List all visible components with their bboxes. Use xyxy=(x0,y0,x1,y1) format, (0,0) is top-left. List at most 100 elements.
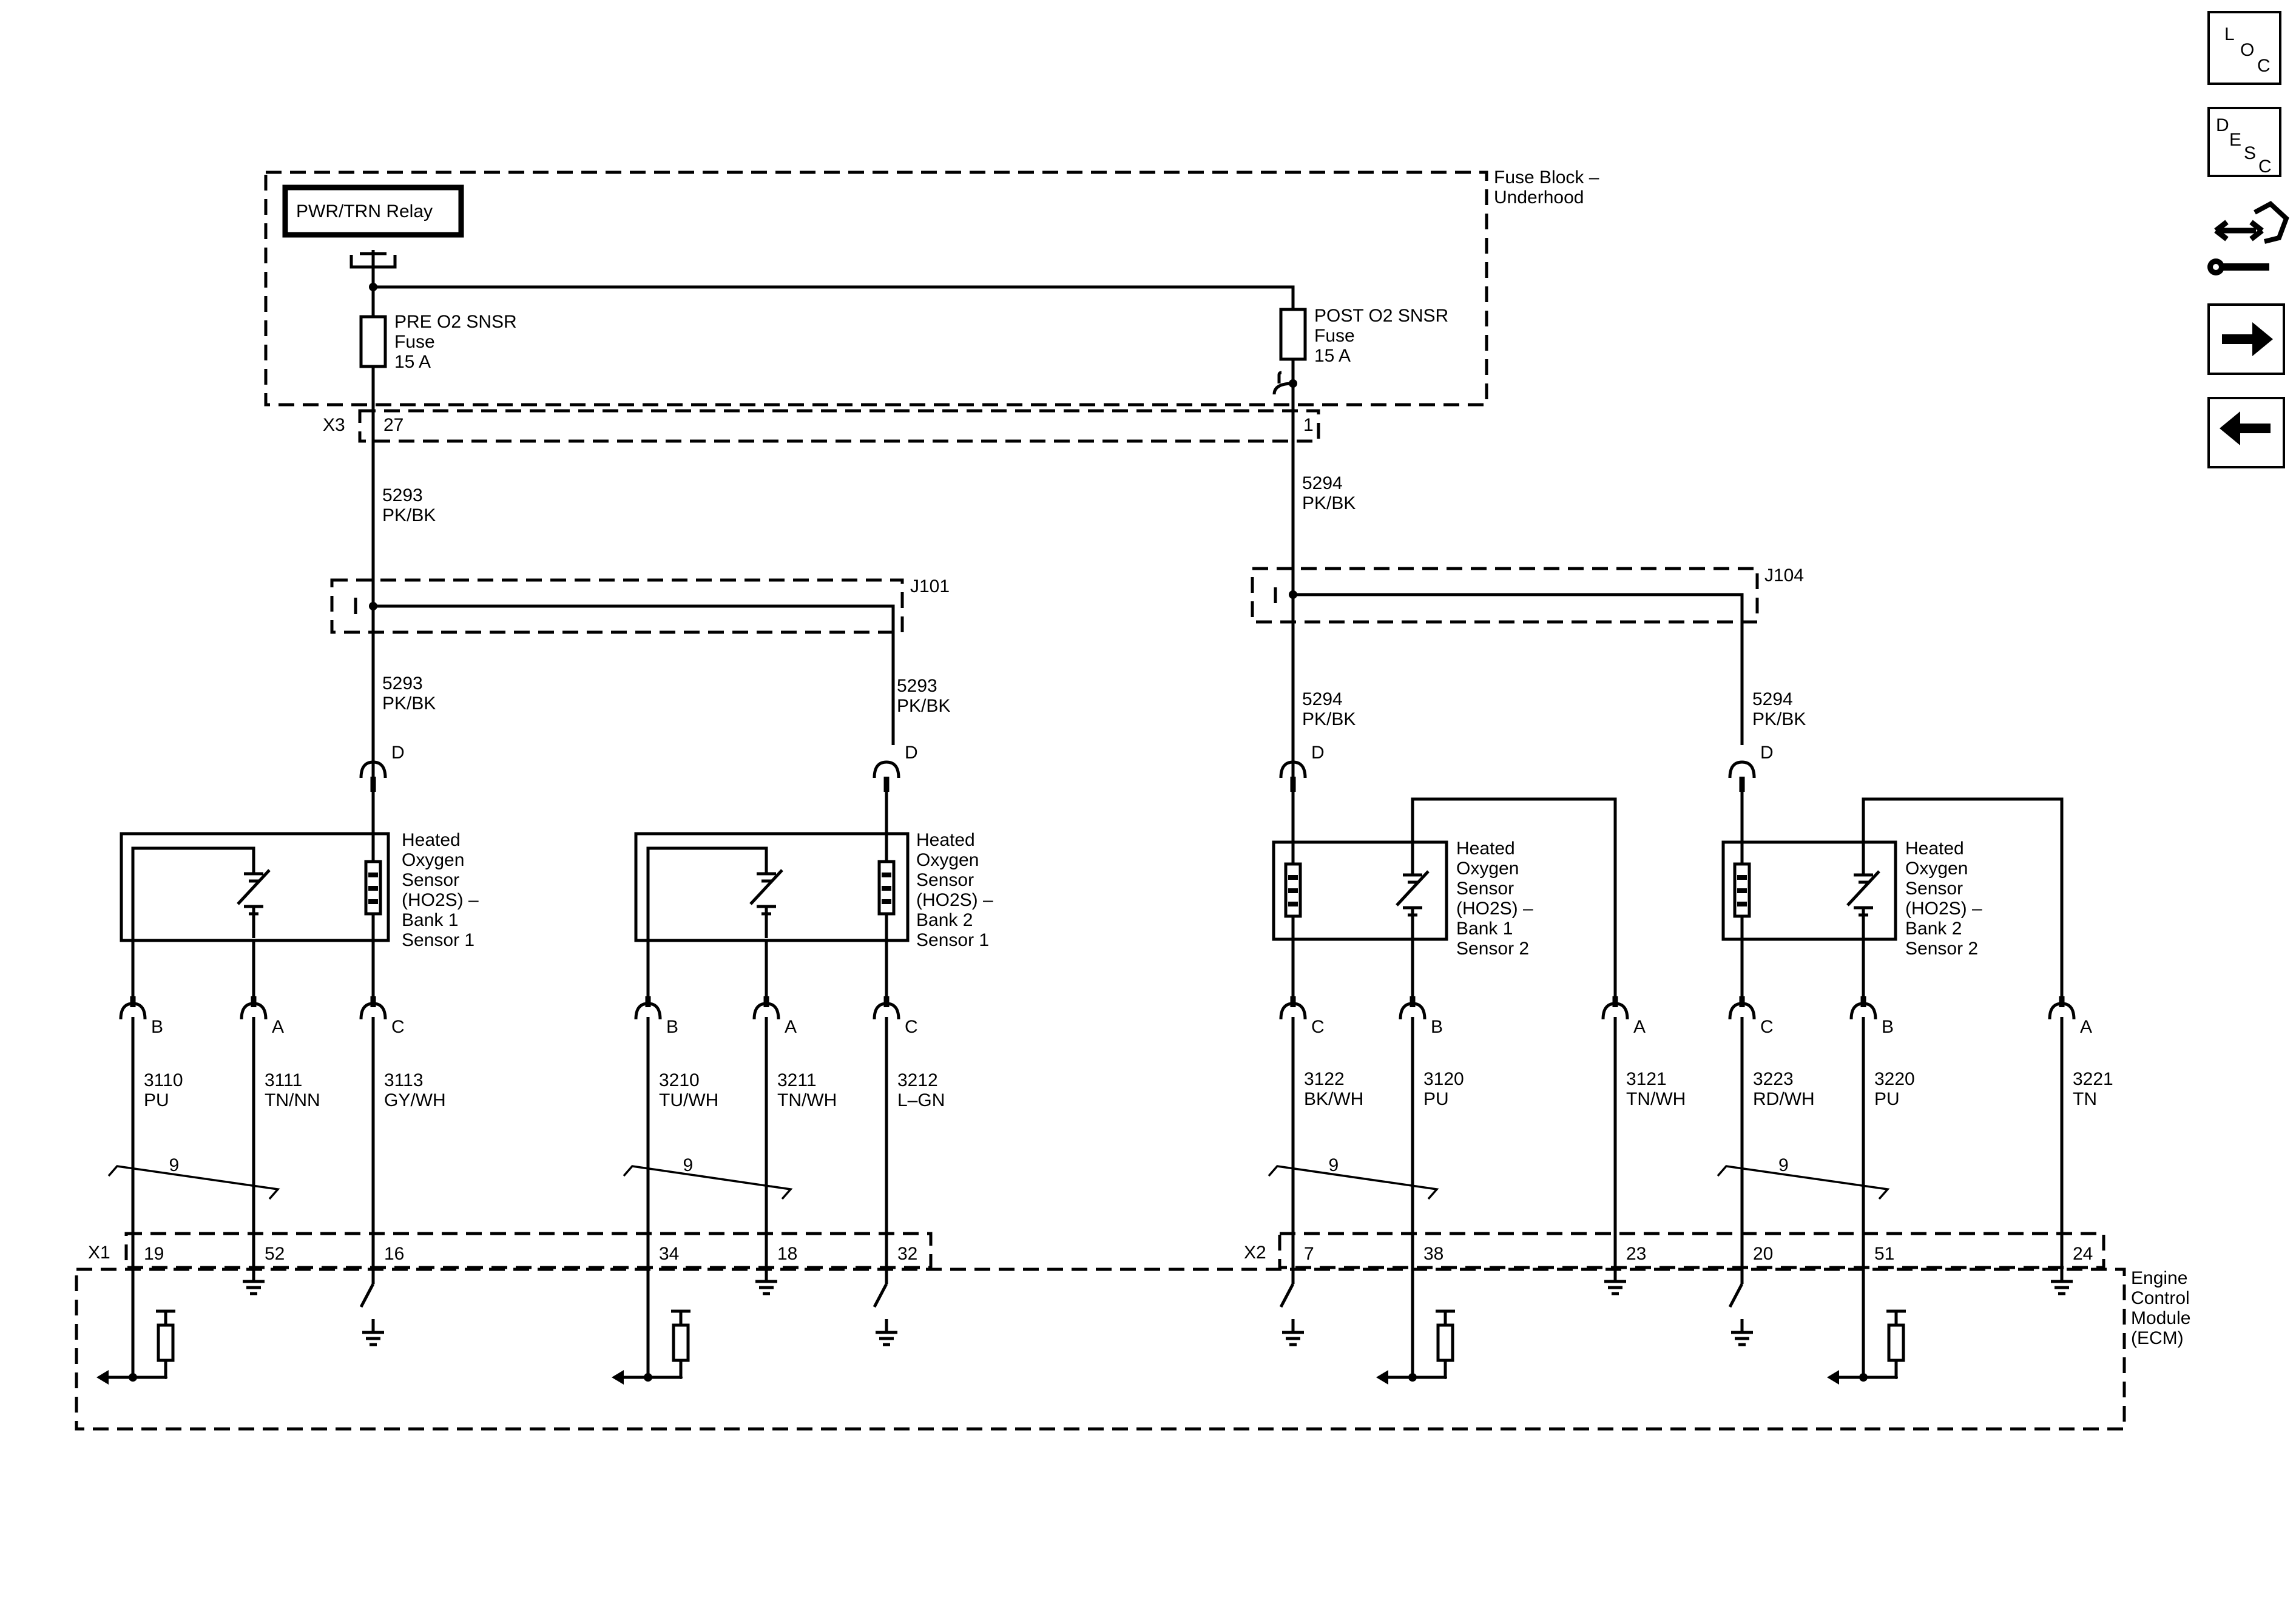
sensor-4-ecm-ground xyxy=(2051,1268,2073,1295)
sensor-4-pin-label-0: C xyxy=(1760,1017,1774,1037)
nav-loc-o: O xyxy=(2240,40,2254,60)
nav-desc-s: S xyxy=(2244,143,2256,163)
sensor-4-connector-2 xyxy=(2048,1002,2076,1020)
sensor-3-pin-label-1: B xyxy=(1431,1017,1443,1037)
sensor-4-ecm-pin-0: 20 xyxy=(1753,1244,1773,1264)
sensor-1-twisted-pair: 9 xyxy=(107,1155,280,1200)
sensor-4-twisted-pair: 9 xyxy=(1717,1155,1890,1200)
sensor-3-connector-d xyxy=(1279,760,1307,778)
pwr-trn-relay: PWR/TRN Relay xyxy=(282,184,464,287)
sensor-4-connector-0 xyxy=(1728,1002,1756,1020)
post-o2-fuse xyxy=(1279,308,1307,361)
sensor-2-ecm-pin-1: 18 xyxy=(777,1244,797,1264)
fuse-block-underhood: Fuse Block –Underhood PWR/TRN Relay PRE … xyxy=(264,167,1599,807)
arrow-left-button[interactable] xyxy=(2207,397,2285,468)
x2-label: X2 xyxy=(1244,1243,1266,1263)
sensor-2-ecm-pin-2: 32 xyxy=(897,1244,917,1264)
sensor-4-sensing-element xyxy=(1846,857,1880,939)
sensor-2-pin-label-1: A xyxy=(785,1017,797,1037)
nav-loc-c: C xyxy=(2257,56,2271,76)
sensor-2-pin-d-label: D xyxy=(905,743,918,763)
arrow-right-button[interactable] xyxy=(2207,303,2285,375)
sensor-4-ecm-pin-2: 24 xyxy=(2073,1244,2093,1264)
nav-desc-e: E xyxy=(2229,130,2241,150)
j104-label: J104 xyxy=(1764,565,1804,586)
sensor-1-ecm-ground xyxy=(243,1268,265,1295)
sensor-3-ecm-pin-1: 38 xyxy=(1423,1244,1443,1264)
sensor-1-pin-label-1: A xyxy=(272,1017,284,1037)
sensor-2-connector-2 xyxy=(873,1002,900,1020)
sensor-2-twisted-pair: 9 xyxy=(623,1155,793,1200)
sensor-1-ecm-pin-2: 16 xyxy=(384,1244,404,1264)
sensor-3-twisted-pair: 9 xyxy=(1268,1155,1439,1200)
x3-pin-27: 27 xyxy=(383,415,403,435)
sensor-3-ecm-pin-0: 7 xyxy=(1304,1244,1314,1264)
ecm-internal-circuits xyxy=(96,1268,2073,1385)
sensor-4-ecm-pin-1: 51 xyxy=(1874,1244,1894,1264)
sensor-3-ecm-ground xyxy=(1604,1268,1626,1295)
sensor-3-ecm-pin-2: 23 xyxy=(1626,1244,1646,1264)
sensor-4-pin-label-1: B xyxy=(1882,1017,1894,1037)
sensor-3-connector-2 xyxy=(1601,1002,1629,1020)
nav-desc-button[interactable]: D E S C xyxy=(2207,107,2281,177)
connector-tool-icon[interactable] xyxy=(2207,201,2289,275)
sensor-3-connector-0 xyxy=(1279,1002,1307,1020)
sensor-4-connector-d xyxy=(1728,760,1756,778)
sensor-4-pin-label-2: A xyxy=(2080,1017,2092,1037)
relay-label: PWR/TRN Relay xyxy=(296,201,433,221)
sensor-1-connector-1 xyxy=(240,1002,268,1020)
sensor-2-ecm-ground xyxy=(755,1268,777,1295)
sensor-4-ecm-signal-circuit xyxy=(1827,1309,1906,1385)
sensor-2-pin-label-0: B xyxy=(666,1017,678,1037)
nav-loc-button[interactable]: L O C xyxy=(2207,11,2281,85)
sensor-2-ecm-signal-circuit xyxy=(612,1309,690,1385)
sensor-3-body xyxy=(1272,840,1448,941)
sensor-3-sensing-element xyxy=(1396,857,1430,939)
sensor-3-connector-1 xyxy=(1399,1002,1427,1020)
x3-label: X3 xyxy=(323,415,345,435)
pre-o2-fuse xyxy=(359,315,387,368)
sensor-1-pin-label-0: B xyxy=(151,1017,163,1037)
twist-count: 9 xyxy=(683,1155,694,1175)
sensor-1-connector-0 xyxy=(119,1002,147,1020)
sensor-1-ecm-pin-0: 19 xyxy=(144,1244,164,1264)
j101-label: J101 xyxy=(910,576,950,596)
arrow-left-icon xyxy=(2220,411,2271,445)
sensor-2-sensing-element xyxy=(749,856,783,938)
fuse-block-label: Fuse Block –Underhood xyxy=(1494,167,1599,208)
sensor-1-pin-label-2: C xyxy=(391,1017,405,1037)
arrow-right-icon xyxy=(2222,322,2273,356)
twist-count: 9 xyxy=(1329,1155,1339,1175)
sensor-1-connector-2 xyxy=(359,1002,387,1020)
nav-loc-l: L xyxy=(2224,24,2235,44)
x1-label: X1 xyxy=(88,1243,110,1263)
